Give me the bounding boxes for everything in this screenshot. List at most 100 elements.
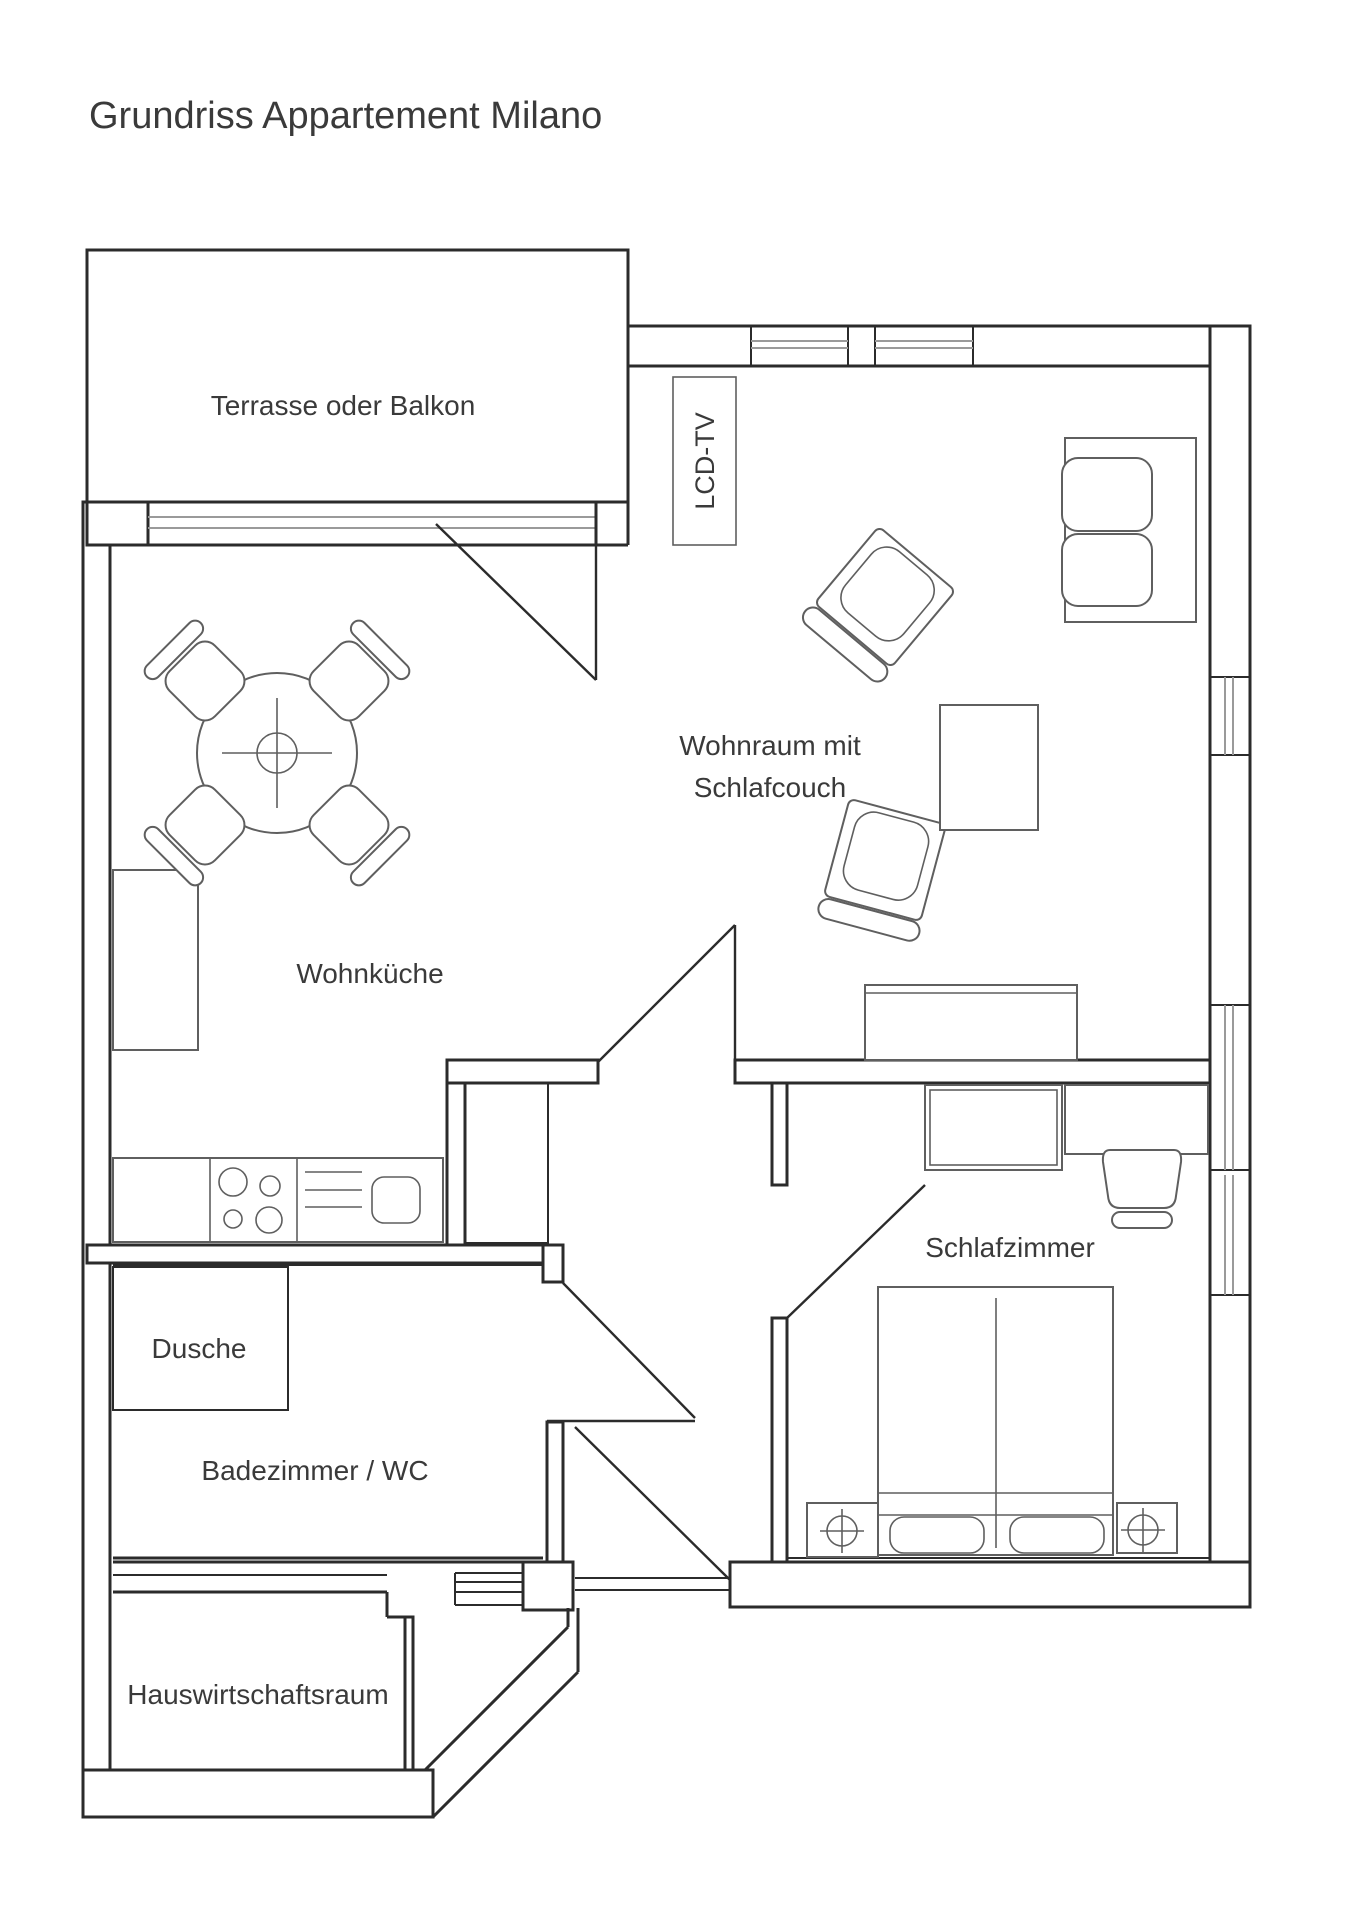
- hall-top-wall-left: [445, 1058, 600, 1085]
- kitchen-furniture: [112, 869, 444, 1243]
- table-center-icon: [222, 698, 332, 808]
- shower-tray: [112, 1266, 289, 1411]
- tv-cabinet: [672, 376, 737, 546]
- desk-inner: [929, 1089, 1058, 1166]
- labels: Grundriss Appartement Milano Terrasse od…: [89, 95, 1095, 1710]
- entry-threshold-strips: [454, 1572, 524, 1606]
- sofa-cushion-2: [1061, 533, 1153, 607]
- entrance-door-leaf: [574, 1426, 731, 1581]
- page-title: Grundriss Appartement Milano: [89, 95, 602, 137]
- chair-seat: [164, 784, 246, 866]
- label-dusche: Dusche: [152, 1333, 247, 1364]
- chair-seat: [308, 784, 390, 866]
- desk-chair: [1101, 1149, 1183, 1229]
- bathroom-door-swing: [562, 1282, 696, 1419]
- chair-backrest: [349, 825, 411, 887]
- dining-chair-se: [308, 784, 411, 887]
- armchair-2: [817, 799, 946, 942]
- bedroom-wall-lower: [770, 1316, 789, 1567]
- desk-outer: [924, 1084, 1063, 1171]
- terrace-outline: [85, 248, 630, 504]
- chair-seat: [308, 640, 390, 722]
- desk-chair-seat: [1101, 1149, 1183, 1209]
- label-schlafzimmer: Schlafzimmer: [925, 1232, 1095, 1263]
- entry-pier: [521, 1560, 575, 1612]
- burner-3: [223, 1209, 243, 1229]
- sofa-bed: [1061, 437, 1197, 623]
- doors: [435, 523, 926, 1581]
- burner-1: [218, 1167, 248, 1197]
- kitchen-hall-wall: [445, 1081, 467, 1247]
- kitchen-counter: [112, 1157, 444, 1243]
- bathroom-top-band: [85, 1243, 545, 1265]
- right-exterior-wall: [1208, 324, 1252, 1609]
- kitchen-sink: [371, 1176, 421, 1224]
- balcony-door-swing: [435, 523, 597, 681]
- chair-backrest: [143, 619, 205, 681]
- chair-seat: [164, 640, 246, 722]
- bathroom-fixtures: [112, 1266, 289, 1411]
- dining-set: [143, 619, 411, 887]
- armchair-seat: [842, 811, 930, 901]
- nightstand-right-box: [1116, 1502, 1178, 1554]
- desk-chair-backrest: [1111, 1211, 1173, 1229]
- armchair-backrest: [817, 898, 921, 942]
- kitchen-cabinet: [112, 869, 199, 1051]
- angled-wall-outer: [431, 1670, 580, 1819]
- armchair-seat: [840, 546, 936, 642]
- bedroom-furniture: [806, 1084, 1209, 1558]
- bedroom-door: [786, 1184, 926, 1319]
- walls: [81, 248, 1252, 1819]
- armchair-backrest: [801, 606, 889, 683]
- bed-pillow-2: [1009, 1516, 1105, 1554]
- sideboard-body: [864, 984, 1078, 1061]
- balcony-corner-block: [85, 500, 150, 547]
- livingroom-door: [597, 924, 737, 1063]
- label-wohnraum-line1: Wohnraum mit: [679, 730, 861, 761]
- entrance-door: [574, 1426, 731, 1581]
- dining-chair-ne: [308, 619, 411, 722]
- coffee-table: [939, 704, 1039, 831]
- armchair-frame: [816, 528, 954, 666]
- bedroom-wall-upper: [770, 1081, 789, 1187]
- bottom-exterior-wall: [728, 1560, 1252, 1609]
- label-hauswirtschaftsraum: Hauswirtschaftsraum: [127, 1679, 388, 1710]
- livingroom-furniture: [672, 376, 1197, 1061]
- sideboard: [864, 984, 1078, 1061]
- dresser: [1064, 1084, 1209, 1155]
- double-bed: [877, 1286, 1114, 1556]
- burner-2: [259, 1175, 281, 1197]
- left-exterior-wall: [81, 500, 112, 1819]
- label-badezimmer: Badezimmer / WC: [201, 1455, 428, 1486]
- nightstand-right: [1116, 1502, 1178, 1554]
- angled-wall-inner: [423, 1625, 570, 1772]
- label-lcd-tv: LCD-TV: [690, 412, 720, 510]
- bed-pillow-1: [889, 1516, 985, 1554]
- bathroom-door-stub: [541, 1243, 565, 1284]
- bathroom-right-wall: [545, 1420, 565, 1564]
- balcony-door: [435, 523, 598, 681]
- armchair-1: [801, 528, 954, 683]
- hall-top-wall-right: [733, 1058, 1212, 1085]
- chair-backrest: [143, 825, 205, 887]
- nightstand-left: [806, 1502, 879, 1558]
- bathroom-door: [547, 1282, 696, 1423]
- drainer-icon: [305, 1171, 362, 1208]
- top-exterior-wall: [626, 324, 1252, 368]
- label-wohnraum-line2: Schlafcouch: [694, 772, 847, 803]
- utility-bottom-wall: [81, 1768, 435, 1819]
- shaft-closet: [464, 1082, 549, 1244]
- burner-4: [255, 1206, 283, 1234]
- dining-chair-nw: [143, 619, 246, 722]
- bedroom-door-swing: [786, 1184, 926, 1319]
- utility-right-wall: [403, 1615, 415, 1772]
- right-wall-windows: [1210, 676, 1250, 1296]
- label-terrasse: Terrasse oder Balkon: [211, 390, 476, 421]
- chair-backrest: [349, 619, 411, 681]
- desk: [924, 1084, 1063, 1171]
- dining-chair-sw: [143, 784, 246, 887]
- sofa-cushion-1: [1061, 457, 1153, 532]
- stove-icon: [218, 1167, 283, 1234]
